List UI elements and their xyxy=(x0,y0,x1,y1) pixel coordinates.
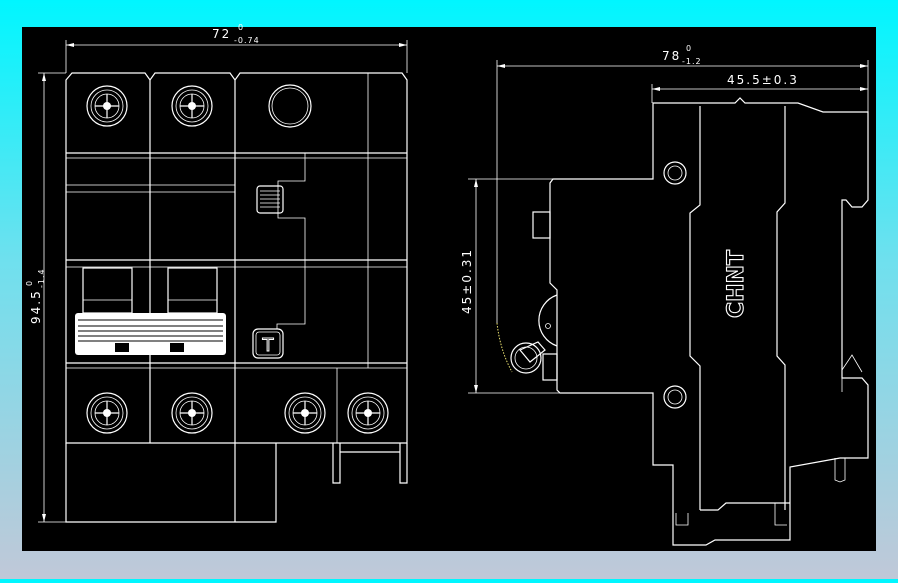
screw-icon xyxy=(347,392,389,434)
terminal-screws xyxy=(86,84,389,434)
front-height-dim-label: 45±0.31 xyxy=(460,248,474,314)
depth-dimension: 78 0 -1.2 xyxy=(496,44,869,323)
mounting-hole-icon xyxy=(663,385,687,409)
handle-travel-arc xyxy=(496,322,513,373)
height-dim-lower-tol: -1.4 xyxy=(37,268,46,288)
side-slider-block xyxy=(532,211,551,239)
width-dim-upper-tol: 0 xyxy=(238,23,244,32)
mounting-hole-icon xyxy=(663,161,687,185)
screw-icon xyxy=(171,85,213,127)
side-view: 78 0 -1.2 45.5±0.3 45±0.31 xyxy=(460,44,869,546)
screw-icon xyxy=(284,392,326,434)
height-dim-nominal: 94.5 xyxy=(29,289,43,324)
breaker-body-side: CHNT xyxy=(496,97,869,546)
toggle-handle xyxy=(75,267,226,355)
drawing-area xyxy=(22,27,876,551)
height-dimension: 94.5 0 -1.4 xyxy=(25,72,66,523)
test-button: T xyxy=(252,328,284,359)
height-dim-upper-tol: 0 xyxy=(25,280,34,286)
front-height-dimension: 45±0.31 xyxy=(460,178,560,394)
test-button-label: T xyxy=(262,335,275,356)
handle-knob-icon xyxy=(510,341,546,374)
knurled-slider-icon xyxy=(256,185,284,214)
front-view: 72 0 -0.74 94.5 0 -1.4 xyxy=(25,23,408,523)
front-depth-dimension: 45.5±0.3 xyxy=(651,73,868,103)
depth-dim-upper-tol: 0 xyxy=(686,44,692,53)
width-dimension: 72 0 -0.74 xyxy=(65,23,408,73)
screw-icon xyxy=(86,392,128,434)
screw-icon xyxy=(86,85,128,127)
screw-icon xyxy=(171,392,213,434)
width-dim-lower-tol: -0.74 xyxy=(234,36,260,45)
depth-dim-lower-tol: -1.2 xyxy=(682,57,702,66)
width-dim-nominal: 72 xyxy=(212,27,231,41)
depth-dim-nominal: 78 xyxy=(662,49,681,63)
breaker-body-front xyxy=(65,72,408,523)
front-depth-dim-label: 45.5±0.3 xyxy=(727,73,799,87)
brand-logo: CHNT xyxy=(724,250,749,318)
indicator-window-icon xyxy=(268,84,312,128)
